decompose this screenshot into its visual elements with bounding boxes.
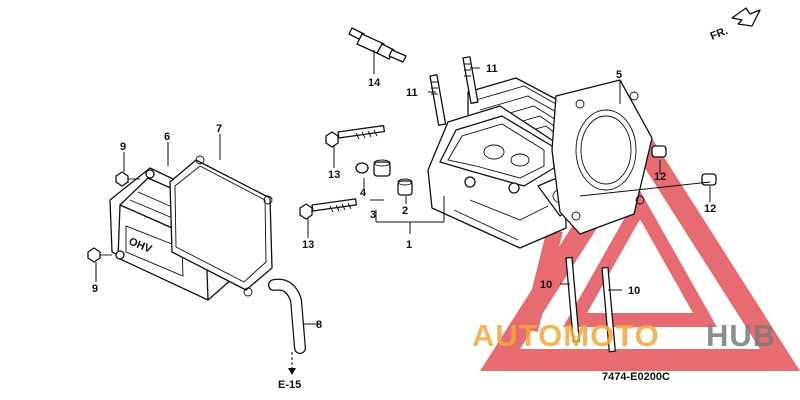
watermark-wordmark: AUTOMOTO HUB <box>472 318 776 353</box>
callout-9-top: 9 <box>120 141 126 153</box>
callout-11-left: 11 <box>406 87 418 99</box>
cylinder-head <box>427 77 589 249</box>
head-bolt-lower <box>299 198 358 220</box>
callout-4: 4 <box>360 187 367 199</box>
callout-5: 5 <box>616 69 622 81</box>
callout-6: 6 <box>164 131 170 143</box>
callout-14: 14 <box>368 77 381 89</box>
callout-1: 1 <box>406 239 412 251</box>
gasket-dowel-upper <box>651 145 667 158</box>
stud-right <box>462 56 479 104</box>
callout-12-lower: 12 <box>704 203 716 215</box>
head-bolt-upper <box>325 124 386 148</box>
breather-tube <box>268 278 306 354</box>
cover-bolt-bottom <box>87 247 112 263</box>
callout-11-right: 11 <box>486 63 498 75</box>
callout-2: 2 <box>402 205 408 217</box>
gasket-dowel-lower <box>701 173 717 186</box>
dowel-pin-upper <box>373 159 391 177</box>
cover-bolt-top <box>115 171 140 187</box>
reference-label: E-15 <box>278 379 301 391</box>
o-ring <box>355 162 369 174</box>
long-stud-left <box>565 256 580 343</box>
watermark-triangle-logo <box>479 119 800 371</box>
reference-arrow <box>288 352 296 375</box>
callout-10-left: 10 <box>540 279 552 291</box>
valve-cover-gasket <box>169 155 273 297</box>
direction-label: FR. <box>709 25 730 43</box>
drawing-code: 7474-E0200C <box>602 371 670 383</box>
callout-7: 7 <box>216 123 222 135</box>
callout-13-upper: 13 <box>328 169 340 181</box>
watermark-word-gray: HUB <box>706 318 776 353</box>
callout-8: 8 <box>316 319 322 331</box>
callout-12-upper: 12 <box>654 171 666 183</box>
dowel-pin <box>397 178 413 196</box>
watermark-word-orange: AUTOMOTO <box>472 318 660 353</box>
stud-left <box>429 74 447 126</box>
callout-13-lower: 13 <box>302 239 314 251</box>
callout-labels: 1 2 3 4 5 6 7 8 9 9 10 10 11 11 12 12 13… <box>92 63 716 391</box>
long-stud-right <box>601 266 616 353</box>
front-direction-arrow: FR. <box>709 7 761 43</box>
spark-plug <box>348 27 407 63</box>
callout-10-right: 10 <box>628 285 640 297</box>
callout-3: 3 <box>370 209 376 221</box>
leader-lines <box>95 50 711 325</box>
head-gasket <box>551 79 653 235</box>
callout-9-bottom: 9 <box>92 283 98 295</box>
